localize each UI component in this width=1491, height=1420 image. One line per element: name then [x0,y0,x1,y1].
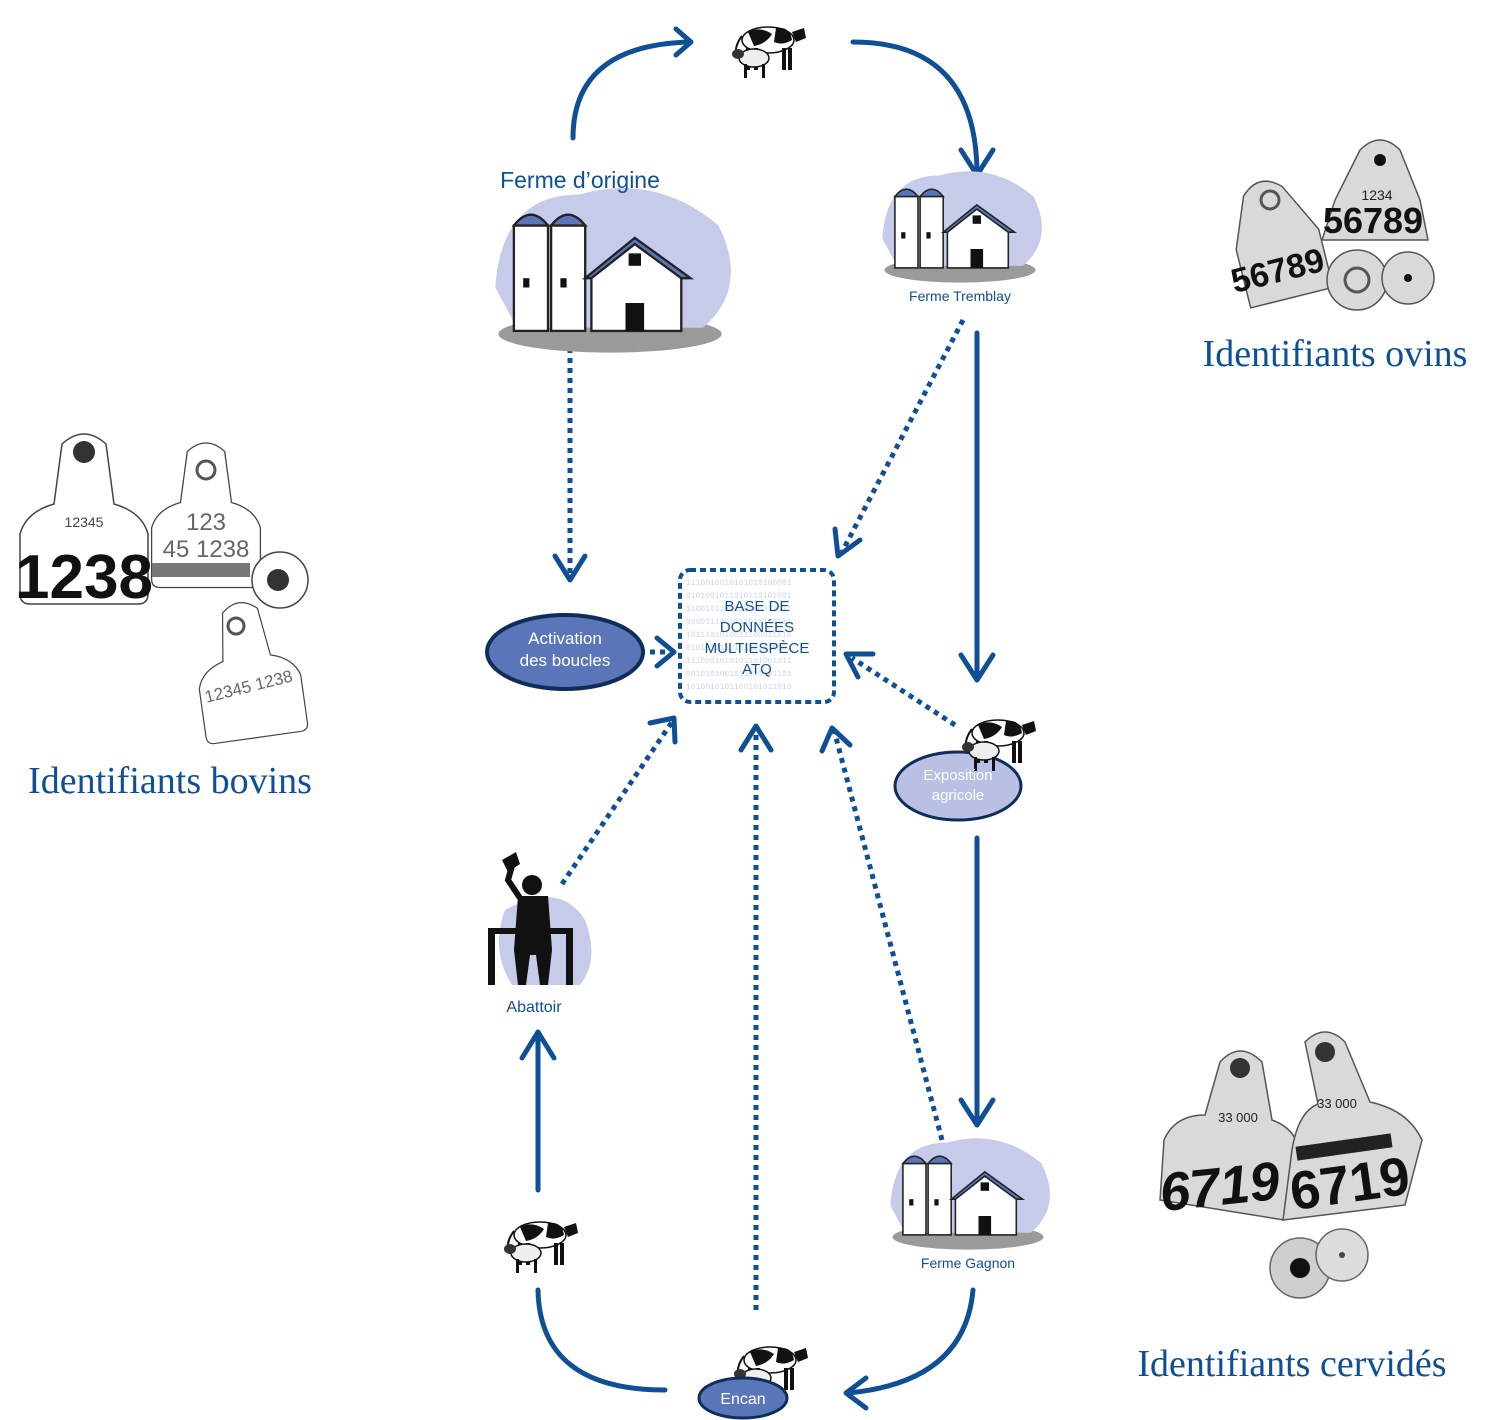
cervid-tag-number: 6719 [1157,1151,1283,1223]
arrowhead [654,635,677,669]
arrowhead [958,1097,996,1128]
svg-text:1010010101100101011010: 1010010101100101011010 [686,683,792,692]
ovine-tag-number: 56789 [1323,200,1423,241]
svg-text:1110010010101010100001: 1110010010101010100001 [686,579,792,588]
flow-cow-to-tremblay [850,39,980,178]
cervid-tag-text: 33 000 [1317,1096,1357,1111]
cervid-title: Identifiants cervidés [1137,1343,1446,1385]
flow-origin-to-cow [570,39,693,141]
db-line-1: BASE DE [724,598,789,615]
arrowhead [958,652,996,683]
origin-farm: Ferme d’origine [494,167,733,354]
cervid-tag-text: 33 000 [1218,1110,1258,1125]
slaughterhouse-node: Abattoir [488,852,592,1016]
arrowhead [832,526,863,559]
bovine-title: Identifiants bovins [28,760,312,802]
svg-text:1011101010011100011010: 1011101010011100011010 [686,631,792,640]
farm-icon [881,170,1043,284]
tremblay-farm-label: Ferme Tremblay [909,288,1011,304]
ovine-tags: 56789 1234 56789 [1227,139,1435,311]
farm-icon [889,1137,1051,1251]
farm-icon [494,187,733,354]
svg-text:0101001011010110101001: 0101001011010110101001 [686,592,792,601]
info-gagnon-to-db [831,729,945,1141]
db-line-4: ATQ [742,661,772,678]
info-tremblay-to-db [839,318,966,554]
butcher-icon [502,852,552,985]
origin-farm-label: Ferme d’origine [500,167,660,193]
arrowhead [843,651,876,680]
bovine-tag-text: 123 [186,509,226,536]
svg-text:0010101001011010101101: 0010101001011010101101 [686,670,792,679]
ovine-title: Identifiants ovins [1203,333,1468,375]
svg-text:1110001010101101001011: 1110001010101101001011 [686,657,792,666]
activation-node: Activation des boucles [485,613,645,691]
db-line-3: MULTIESPÈCE [705,640,810,657]
database-box: 1110010010101010100001 01010010110101101… [678,568,836,704]
bovine-tag-text: 45 1238 [163,536,250,563]
svg-text:1100101101010100011111: 1100101101010100011111 [686,605,792,614]
db-line-2: DONNÉES [720,619,794,636]
info-exhibition-to-db [850,655,957,728]
activation-line-1: Activation [528,629,602,648]
gagnon-farm-label: Ferme Gagnon [921,1255,1015,1271]
activation-line-2: des boucles [520,651,611,670]
cow-sheep-icon [503,1221,579,1274]
svg-text:0000111001011010110101: 0000111001011010110101 [686,618,792,627]
slaughterhouse-label: Abattoir [506,999,562,1016]
cervid-tags: 33 000 6719 33 000 6719 [1157,1031,1423,1299]
arrowhead [843,1375,869,1411]
arrowhead [673,26,694,58]
svg-text:0101010110101101010101: 0101010110101101010101 [686,644,792,653]
exhibition-node: Exposition agricole [893,719,1037,822]
flow-auction-to-cow [535,1287,668,1393]
info-slaughterhouse-to-db [559,720,675,886]
ovine-tag-text: 1234 [1361,187,1392,203]
arrowhead [647,715,678,745]
gagnon-farm: Ferme Gagnon [889,1137,1051,1271]
bovine-tag-number: 1238 [15,543,153,612]
bovine-tags: 12345 1238 123 45 1238 12345 1238 [15,433,310,746]
cow-sheep-icon [731,26,807,79]
auction-node: Encan [697,1346,809,1420]
arrowhead [552,553,588,583]
arrowhead [519,1029,557,1061]
bovine-tag-text: 12345 [65,514,104,530]
exhibition-line-2: agricole [932,787,985,804]
tremblay-farm: Ferme Tremblay [881,170,1043,304]
exhibition-line-1: Exposition [923,767,992,784]
flow-gagnon-to-auction [845,1287,976,1396]
arrowhead [738,723,774,753]
auction-label: Encan [720,1391,765,1408]
arrowhead [819,725,853,754]
